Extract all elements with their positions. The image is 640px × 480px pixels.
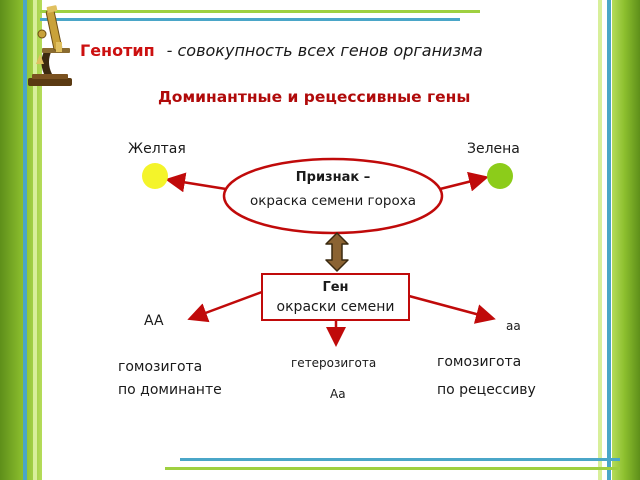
homozygote-recessive-line1: гомозигота — [437, 354, 522, 370]
homozygote-recessive-line2: по рецессиву — [437, 382, 536, 398]
left-vertical-line — [23, 0, 27, 480]
bottom-line-green — [165, 467, 620, 470]
subtitle: Доминантные и рецессивные гены — [158, 88, 471, 106]
genotype-Aa: Aa — [330, 387, 346, 401]
gene-box — [261, 273, 410, 321]
green-label: Зелена — [467, 141, 520, 157]
genotype-aa: aa — [506, 319, 521, 333]
bottom-line-blue — [180, 458, 620, 461]
yellow-seed-circle — [142, 163, 168, 189]
trait-description: окраска семени гороха — [250, 193, 416, 209]
trait-title: Признак – — [295, 170, 371, 185]
top-line-green — [40, 10, 480, 13]
heterozygote-label: гетерозигота — [291, 356, 377, 370]
microscope-icon — [28, 5, 72, 86]
right-green-band — [612, 0, 640, 480]
title-line: Генотип - совокупность всех генов организ… — [80, 41, 483, 60]
title-definition: - совокупность всех генов организма — [166, 41, 483, 60]
gene-title: Ген — [322, 280, 349, 295]
arrow-to-yellow — [165, 172, 227, 193]
title-keyword: Генотип — [80, 41, 155, 60]
right-vertical-line-light — [598, 0, 602, 480]
double-arrow — [325, 232, 349, 272]
arrow-to-aa — [408, 294, 496, 324]
genotype-AA: AA — [144, 313, 164, 329]
trait-ellipse — [222, 157, 444, 235]
gene-description: окраски семени — [276, 299, 395, 315]
arrow-to-AA — [187, 290, 263, 323]
left-vertical-line-light — [33, 0, 37, 480]
arrow-to-green — [439, 171, 489, 192]
top-line-blue — [40, 18, 460, 21]
homozygote-dominant-line1: гомозигота — [118, 359, 203, 375]
homozygote-dominant-line2: по доминанте — [118, 382, 222, 398]
yellow-label: Желтая — [128, 141, 186, 157]
green-seed-circle — [487, 163, 513, 189]
right-vertical-line — [607, 0, 611, 480]
